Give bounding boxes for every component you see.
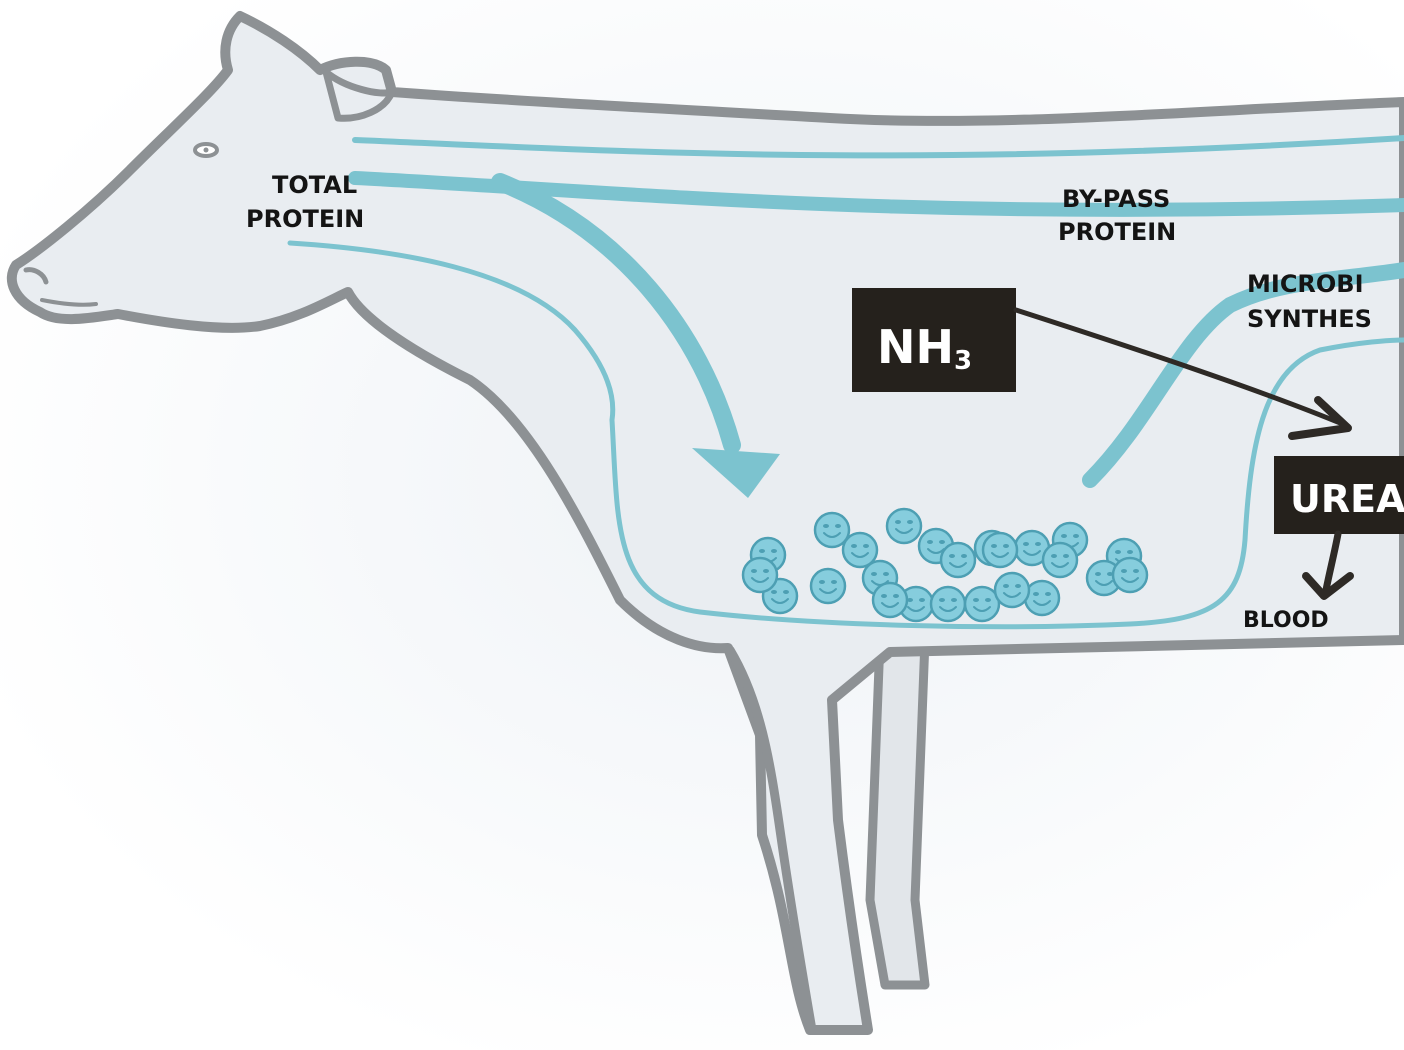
- smiling-microbe-icon: [887, 509, 921, 543]
- blood-label: BLOOD: [1243, 608, 1329, 633]
- nh3-box: NH3: [852, 288, 1016, 392]
- urea-label: UREA: [1290, 477, 1404, 521]
- smiling-microbe-icon: [873, 583, 907, 617]
- smiling-microbe-icon: [843, 533, 877, 567]
- urea-box: UREA: [1274, 456, 1404, 534]
- smiling-microbe-icon: [1113, 558, 1147, 592]
- smiling-microbe-icon: [941, 543, 975, 577]
- microbial-synthesis-label-line2: SYNTHES: [1247, 305, 1372, 333]
- smiling-microbe-icon: [995, 573, 1029, 607]
- bypass-protein-label-line1: BY-PASS: [1062, 185, 1170, 213]
- smiling-microbe-icon: [983, 533, 1017, 567]
- smiling-microbe-icon: [1043, 543, 1077, 577]
- smiling-microbe-icon: [1025, 581, 1059, 615]
- smiling-microbe-icon: [931, 587, 965, 621]
- total-protein-label-line2: PROTEIN: [246, 205, 364, 233]
- microbial-synthesis-label-line1: MICROBI: [1247, 270, 1364, 298]
- total-protein-label-line1: TOTAL: [272, 171, 357, 199]
- smiling-microbe-icon: [811, 569, 845, 603]
- pupil: [204, 148, 209, 153]
- far-legs: [870, 640, 925, 985]
- smiling-microbe-icon: [743, 558, 777, 592]
- bypass-protein-label-line2: PROTEIN: [1058, 218, 1176, 246]
